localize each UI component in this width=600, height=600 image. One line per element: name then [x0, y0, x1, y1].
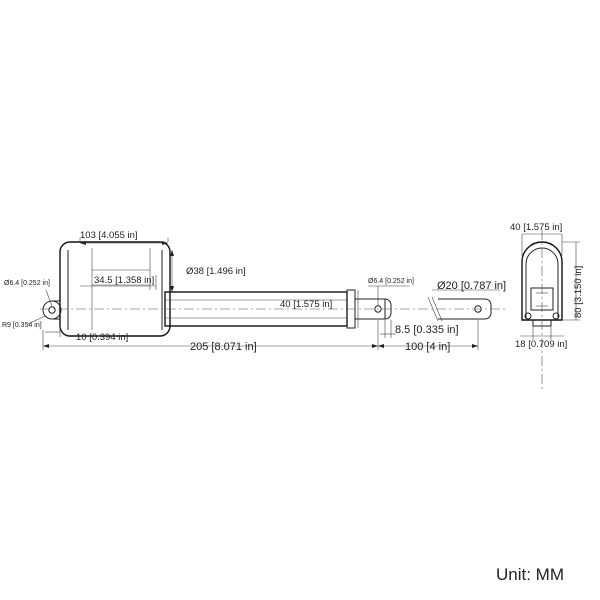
dim-end-width: [521, 233, 563, 256]
dim-end-height: [562, 241, 580, 321]
dim-slot-width-label: 18 [0.709 in]: [515, 339, 567, 350]
dim-pin-diameter-right: Ø6.4 [0.252 in]: [368, 278, 414, 285]
dim-10: [45, 326, 61, 337]
dim-slot-width: [520, 326, 564, 340]
unit-label: Unit: MM: [496, 565, 564, 584]
dim-offset-10: 10 [0.394 in]: [76, 332, 128, 343]
dim-tube-diameter: Ø38 [1.496 in]: [186, 266, 246, 277]
dim-38: [170, 250, 174, 292]
leader-left-pin: [45, 289, 53, 307]
dim-motor-length: 103 [4.055 in]: [80, 230, 138, 241]
dim-radius: R9 [0.354 in]: [2, 322, 42, 329]
leader-right-pin: [368, 285, 410, 305]
dim-end-height-label: 80 [3.150 in]: [573, 266, 584, 318]
dim-end-width-label: 40 [1.575 in]: [510, 222, 562, 233]
motor-housing: [59, 241, 171, 337]
rear-clevis: [42, 300, 62, 320]
dim-8-5: [380, 320, 396, 338]
dim-rod-end-offset: 8.5 [0.335 in]: [395, 324, 459, 336]
dim-retracted-length: 205 [8.071 in]: [190, 341, 257, 353]
end-view: [521, 230, 563, 390]
dim-stroke: 100 [4 in]: [405, 341, 450, 353]
dim-103: [79, 238, 169, 245]
dim-offset-34-5: 34.5 [1.358 in]: [94, 275, 154, 286]
dim-34-5: [80, 275, 157, 290]
dim-rod-diameter: Ø20 [0.787 in]: [437, 280, 506, 292]
dim-tube-height: 40 [1.575 in]: [280, 299, 332, 310]
dim-pin-diameter-left: Ø6.4 [0.252 in]: [4, 280, 50, 287]
leader-radius: [27, 315, 46, 325]
dim-205: [42, 320, 379, 350]
dim-100: [378, 320, 479, 350]
